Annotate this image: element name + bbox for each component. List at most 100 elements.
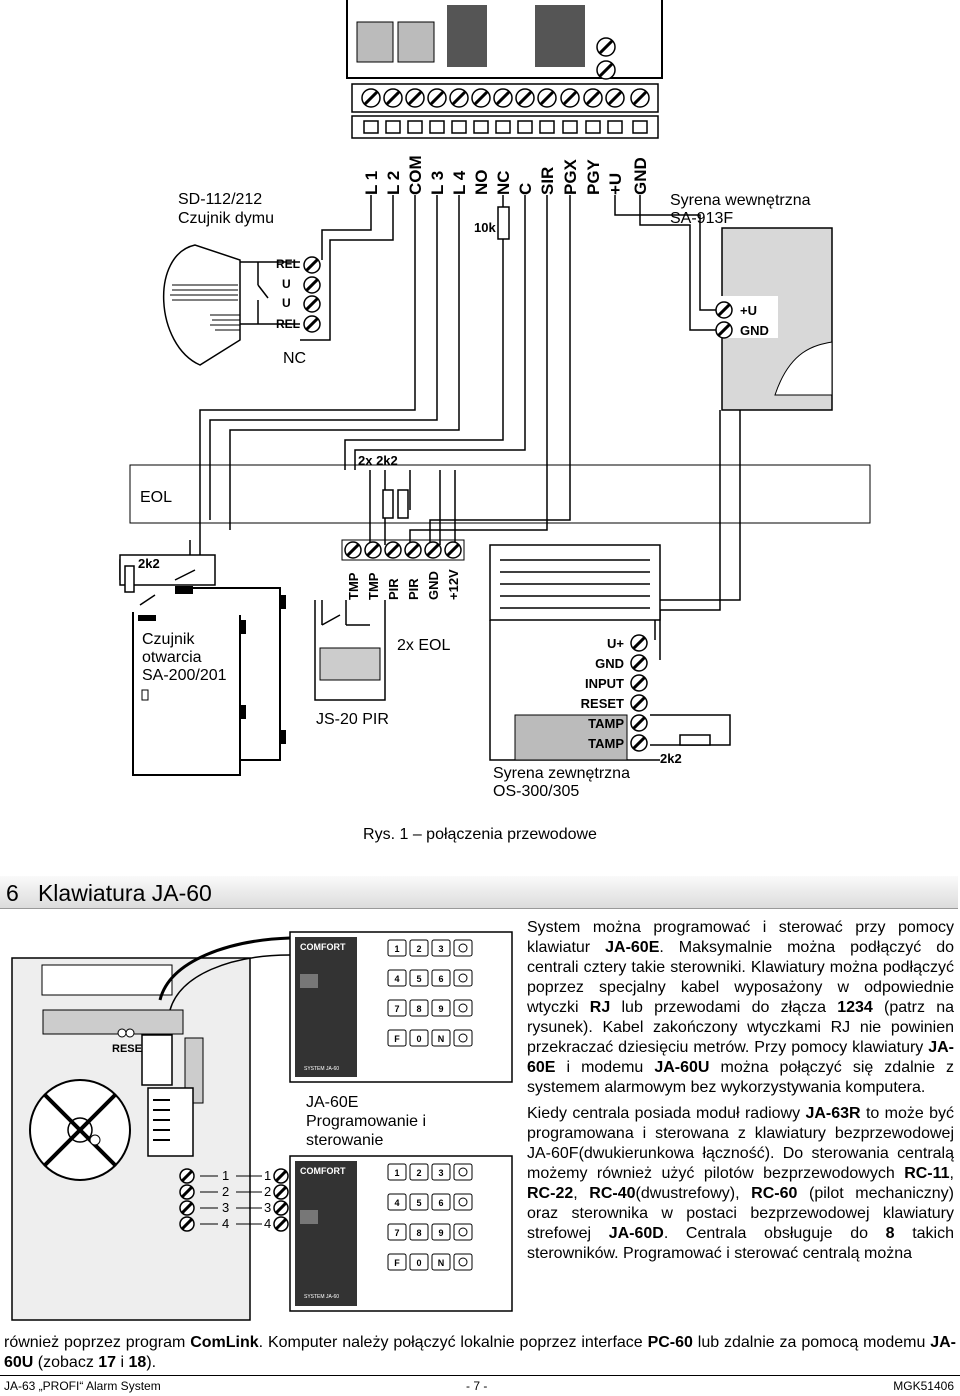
body-text: System można programować i sterować przy… bbox=[527, 918, 954, 1270]
keypad-key-label: 4 bbox=[394, 974, 399, 984]
p2-bold-3: RC-22 bbox=[527, 1185, 574, 1202]
terminal-screw-icon bbox=[273, 1184, 289, 1200]
keypad-key[interactable]: F bbox=[387, 1253, 407, 1271]
keypad-key[interactable] bbox=[453, 1253, 473, 1271]
keypad-icon bbox=[458, 1003, 468, 1013]
keypad-key[interactable]: 7 bbox=[387, 1223, 407, 1241]
p1-text-d: lub przewodami do złącza bbox=[610, 999, 838, 1016]
smoke-term-1: REL bbox=[276, 257, 300, 271]
keypad-key[interactable]: F bbox=[387, 1029, 407, 1047]
keypad-key[interactable]: 6 bbox=[431, 1193, 451, 1211]
terminal-screw-icon bbox=[560, 88, 580, 108]
keypad-key[interactable] bbox=[453, 1163, 473, 1181]
keypad-key[interactable]: 7 bbox=[387, 999, 407, 1017]
keypad-key[interactable]: 8 bbox=[409, 999, 429, 1017]
keypad-key-label: 3 bbox=[438, 1168, 443, 1178]
p2-text-d: , bbox=[949, 1165, 954, 1182]
terminal-screw-icon bbox=[715, 301, 733, 319]
p1-bold-4: JA-60E bbox=[527, 1039, 954, 1076]
keypad-key[interactable] bbox=[453, 969, 473, 987]
keypad-key-label: 1 bbox=[394, 1168, 399, 1178]
tail-bold-2: PC-60 bbox=[647, 1334, 693, 1351]
keypad-key-label: 8 bbox=[416, 1228, 421, 1238]
footer-left: JA-63 „PROFI“ Alarm System bbox=[4, 1379, 161, 1393]
keypad-key-label: 1 bbox=[394, 944, 399, 954]
keypad-key[interactable] bbox=[453, 939, 473, 957]
terminal-label-8: C bbox=[516, 183, 535, 195]
terminal-screw-icon bbox=[596, 37, 616, 57]
keypad-key[interactable]: 9 bbox=[431, 999, 451, 1017]
terminal-label-12: +U bbox=[606, 173, 625, 195]
keypad-key[interactable]: 0 bbox=[409, 1253, 429, 1271]
terminal-screw-icon bbox=[404, 541, 422, 559]
keypad-key[interactable]: 0 bbox=[409, 1029, 429, 1047]
terminal-clamp bbox=[473, 120, 489, 134]
keypad-key-label: 2 bbox=[416, 1168, 421, 1178]
keypad-key[interactable]: 3 bbox=[431, 939, 451, 957]
keypad-key[interactable]: 5 bbox=[409, 969, 429, 987]
keypad-key[interactable]: 2 bbox=[409, 939, 429, 957]
keypad-key[interactable]: 4 bbox=[387, 969, 407, 987]
keypad-key-label: 6 bbox=[438, 974, 443, 984]
p2-bold-1: JA-63R bbox=[805, 1105, 861, 1122]
keypad-key-label: 7 bbox=[394, 1004, 399, 1014]
smoke-nc-label: NC bbox=[283, 350, 306, 367]
terminal-clamp bbox=[363, 120, 379, 134]
smoke-term-3: U bbox=[282, 296, 291, 310]
terminal-clamp bbox=[407, 120, 423, 134]
section-title: 6 Klawiatura JA-60 bbox=[6, 880, 212, 907]
terminal-screw-icon bbox=[630, 734, 648, 752]
pin-left-3: 3 bbox=[222, 1200, 229, 1215]
p2-text-g: (pilot mechaniczny) oraz sterownika w po… bbox=[527, 1185, 955, 1242]
terminal-screw-icon bbox=[383, 88, 403, 108]
keypad-key[interactable]: 8 bbox=[409, 1223, 429, 1241]
footer-right: MGK51406 bbox=[893, 1379, 954, 1393]
terminal-label-10: PGX bbox=[561, 158, 580, 195]
p1-bold-1: JA-60E bbox=[605, 939, 660, 956]
keypad-key[interactable] bbox=[453, 1029, 473, 1047]
page-footer: JA-63 „PROFI“ Alarm System - 7 - MGK5140… bbox=[0, 1375, 960, 1396]
terminal-screw-icon bbox=[537, 88, 557, 108]
keypad-key[interactable]: 9 bbox=[431, 1223, 451, 1241]
terminal-screw-icon bbox=[273, 1168, 289, 1184]
tail-text-f: i bbox=[116, 1354, 129, 1371]
keypad-key[interactable]: 6 bbox=[431, 969, 451, 987]
terminal-screw-icon bbox=[405, 88, 425, 108]
keypad-bottom-system: SYSTEM JA-60 bbox=[304, 1294, 339, 1300]
keypad-label-2: Programowanie i bbox=[306, 1113, 426, 1130]
terminal-screw-icon bbox=[179, 1216, 195, 1232]
keypad-key[interactable]: N bbox=[431, 1029, 451, 1047]
terminal-clamp bbox=[451, 120, 467, 134]
pir-term-label-2: TMP bbox=[366, 572, 381, 600]
p2-bold-2: RC-11 bbox=[904, 1165, 950, 1182]
keypad-label-3: sterowanie bbox=[306, 1132, 383, 1149]
pin-left-2: 2 bbox=[222, 1184, 229, 1199]
terminal-clamp bbox=[385, 120, 401, 134]
keypad-key[interactable] bbox=[453, 1223, 473, 1241]
keypad-key[interactable]: 3 bbox=[431, 1163, 451, 1181]
terminal-label-9: SIR bbox=[538, 167, 557, 195]
keypad-bottom-brand: COMFORT bbox=[300, 1166, 346, 1176]
keypad-key[interactable] bbox=[453, 999, 473, 1017]
keypad-key[interactable]: 1 bbox=[387, 939, 407, 957]
keypad-key[interactable]: N bbox=[431, 1253, 451, 1271]
pin-right-4: 4 bbox=[264, 1216, 271, 1231]
terminal-screw-icon bbox=[344, 541, 362, 559]
terminal-screw-icon bbox=[303, 256, 321, 274]
terminal-label-4: L 3 bbox=[428, 171, 447, 195]
keypad-icon bbox=[458, 943, 468, 953]
inner-siren-term-1: +U bbox=[740, 303, 757, 318]
keypad-key[interactable]: 4 bbox=[387, 1193, 407, 1211]
p1-text-g: można połączyć się zdalnie z systemem al… bbox=[527, 1059, 955, 1096]
keypad-icon bbox=[458, 1197, 468, 1207]
terminal-label-7: NC bbox=[494, 170, 513, 195]
tail-bold-5: 18 bbox=[128, 1354, 147, 1371]
keypad-key[interactable]: 2 bbox=[409, 1163, 429, 1181]
terminal-label-3: COM bbox=[406, 155, 425, 195]
keypad-key-label: 7 bbox=[394, 1228, 399, 1238]
terminal-label-2: L 2 bbox=[384, 171, 403, 195]
keypad-key[interactable]: 5 bbox=[409, 1193, 429, 1211]
keypad-key[interactable] bbox=[453, 1193, 473, 1211]
keypad-key[interactable]: 1 bbox=[387, 1163, 407, 1181]
tail-bold-3: JA-60U bbox=[4, 1334, 956, 1371]
